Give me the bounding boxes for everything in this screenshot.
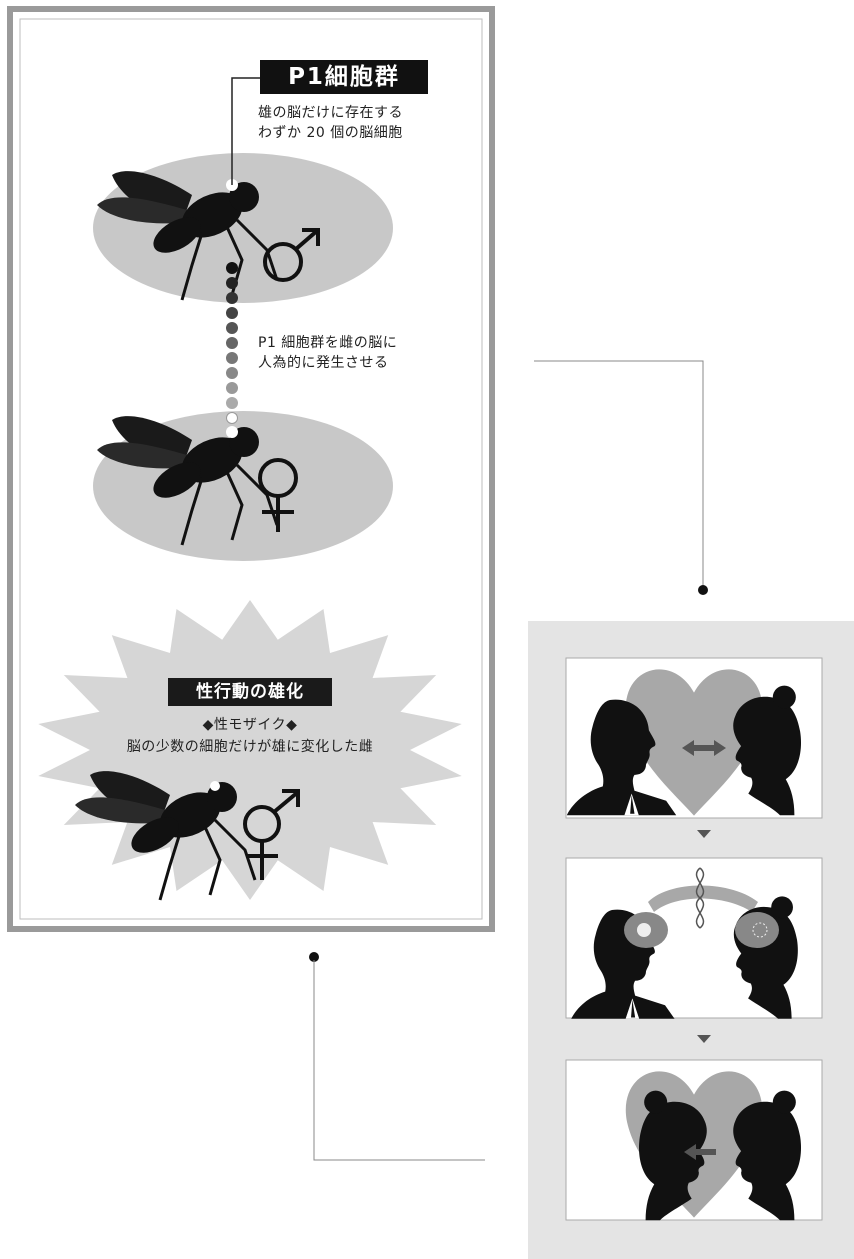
- induction-line2: 人為的に発生させる: [258, 355, 389, 371]
- progression-dot: [226, 307, 238, 319]
- mosaic-marker: [210, 781, 220, 791]
- progression-dot: [226, 277, 238, 289]
- inner-frame: [19, 18, 483, 920]
- down-arrow-icon: [697, 830, 711, 838]
- woman-p1-target: [752, 922, 768, 938]
- transfer-arc: [648, 885, 758, 912]
- woman-brain-icon: [735, 912, 779, 948]
- left-arrow-icon: [684, 1144, 716, 1160]
- progression-dot: [226, 352, 238, 364]
- progression-dot: [226, 337, 238, 349]
- induction-line1: P1 細胞群を雌の脳に: [258, 335, 398, 351]
- p1-desc-line2: わずか 20 個の脳細胞: [258, 125, 403, 141]
- p1-title: P1細胞群: [260, 60, 428, 94]
- starburst: [38, 600, 462, 900]
- dna-icon: [695, 867, 705, 929]
- down-arrow-icon-2: [697, 1035, 711, 1043]
- double-arrow-icon: [682, 740, 726, 756]
- progression-dot: [226, 262, 238, 274]
- mosaic-symbol-icon: [243, 789, 300, 880]
- mosaic-description: 脳の少数の細胞だけが雄に変化した雌: [126, 739, 374, 755]
- progression-dot: [226, 367, 238, 379]
- induced-marker: [226, 426, 238, 438]
- progression-dot: [226, 292, 238, 304]
- p1-desc-line1: 雄の脳だけに存在する: [258, 105, 403, 121]
- progression-dot: [226, 322, 238, 334]
- connector-bottom-dot: [309, 952, 319, 962]
- outer-frame: [7, 6, 495, 932]
- progression-dot: [226, 382, 238, 394]
- connector-bottom: [313, 960, 485, 1161]
- masculinization-title: 性行動の雄化: [168, 678, 332, 706]
- connector-top: [534, 360, 704, 588]
- mosaic-label: ◆性モザイク◆: [202, 717, 298, 733]
- male-symbol-icon: [263, 228, 320, 282]
- p1-leader-line: [231, 77, 260, 185]
- induction-note: P1 細胞群を雌の脳に 人為的に発生させる: [258, 333, 397, 373]
- progression-dot: [226, 412, 238, 424]
- starburst-shape: [38, 600, 462, 900]
- female-symbol-icon: [258, 458, 298, 532]
- progression-dot: [226, 397, 238, 409]
- p1-description: 雄の脳だけに存在する わずか 20 個の脳細胞: [258, 103, 403, 143]
- man-p1-dot: [637, 923, 651, 937]
- connector-top-dot: [698, 585, 708, 595]
